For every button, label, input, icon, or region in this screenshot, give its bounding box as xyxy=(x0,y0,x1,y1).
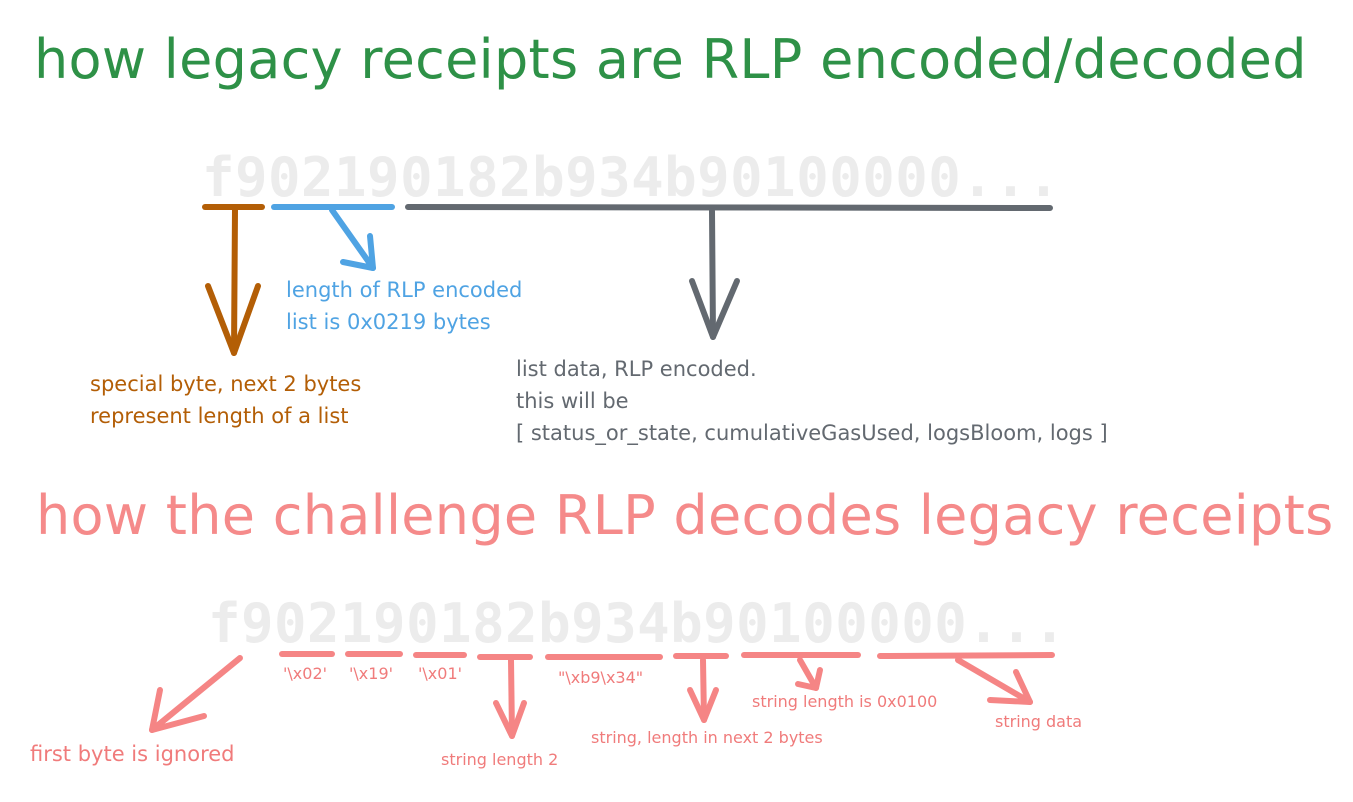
pink-arrow-0100-head xyxy=(795,667,823,691)
string-next-2-bytes-label: string, length in next 2 bytes xyxy=(591,728,823,747)
orange-arrow-shaft xyxy=(231,206,238,356)
pink-arrow-data-head xyxy=(987,669,1033,705)
blue-arrow-shaft xyxy=(329,207,376,271)
byte-label-19: '\x19' xyxy=(349,664,394,683)
legacy-hex-string: f902190182b934b90100000... xyxy=(202,146,1061,209)
list-data-note-line-3: [ status_or_state, cumulativeGasUsed, lo… xyxy=(516,421,1108,445)
special-byte-note-line-2: represent length of a list xyxy=(90,404,349,428)
legacy-title: how legacy receipts are RLP encoded/deco… xyxy=(34,28,1307,91)
gray-underline xyxy=(405,204,1053,211)
pink-arrow-string2-head xyxy=(493,700,527,739)
list-data-note: list data, RLP encoded. this will be [ s… xyxy=(516,353,1108,449)
gray-arrow-shaft xyxy=(709,208,716,340)
pink-underlines xyxy=(279,651,1055,660)
byte-label-b934: "\xb9\x34" xyxy=(558,668,644,687)
pink-arrow-string2-shaft xyxy=(508,657,515,739)
gray-arrow-head xyxy=(689,278,740,340)
list-length-note: length of RLP encoded list is 0x0219 byt… xyxy=(286,274,522,338)
pink-arrow-next2-shaft xyxy=(700,657,707,723)
challenge-title: how the challenge RLP decodes legacy rec… xyxy=(36,484,1334,547)
string-length-0100-label: string length is 0x0100 xyxy=(752,692,938,711)
orange-arrow-head xyxy=(205,283,261,356)
string-data-label: string data xyxy=(995,712,1083,731)
byte-label-01: '\x01' xyxy=(418,664,463,683)
pink-underline-data xyxy=(877,652,1055,659)
pink-arrow-next2-head xyxy=(687,687,719,723)
first-byte-ignored-label: first byte is ignored xyxy=(30,742,235,766)
list-length-note-line-2: list is 0x0219 bytes xyxy=(286,310,491,334)
pink-arrow-0100-shaft xyxy=(797,657,819,691)
pink-arrow-first-byte-shaft xyxy=(149,655,243,733)
list-data-note-line-2: this will be xyxy=(516,389,629,413)
pink-arrow-data-shaft xyxy=(955,657,1033,705)
list-length-note-line-1: length of RLP encoded xyxy=(286,278,523,302)
pink-arrow-first-byte-head xyxy=(149,687,207,733)
list-data-note-line-1: list data, RLP encoded. xyxy=(516,357,757,381)
string-length-2-label: string length 2 xyxy=(441,750,559,769)
challenge-hex-string: f902190182b934b90100000... xyxy=(208,592,1067,655)
blue-arrow-head xyxy=(340,233,376,271)
special-byte-note: special byte, next 2 bytes represent len… xyxy=(90,368,361,432)
special-byte-note-line-1: special byte, next 2 bytes xyxy=(90,372,362,396)
byte-label-02: '\x02' xyxy=(283,664,328,683)
